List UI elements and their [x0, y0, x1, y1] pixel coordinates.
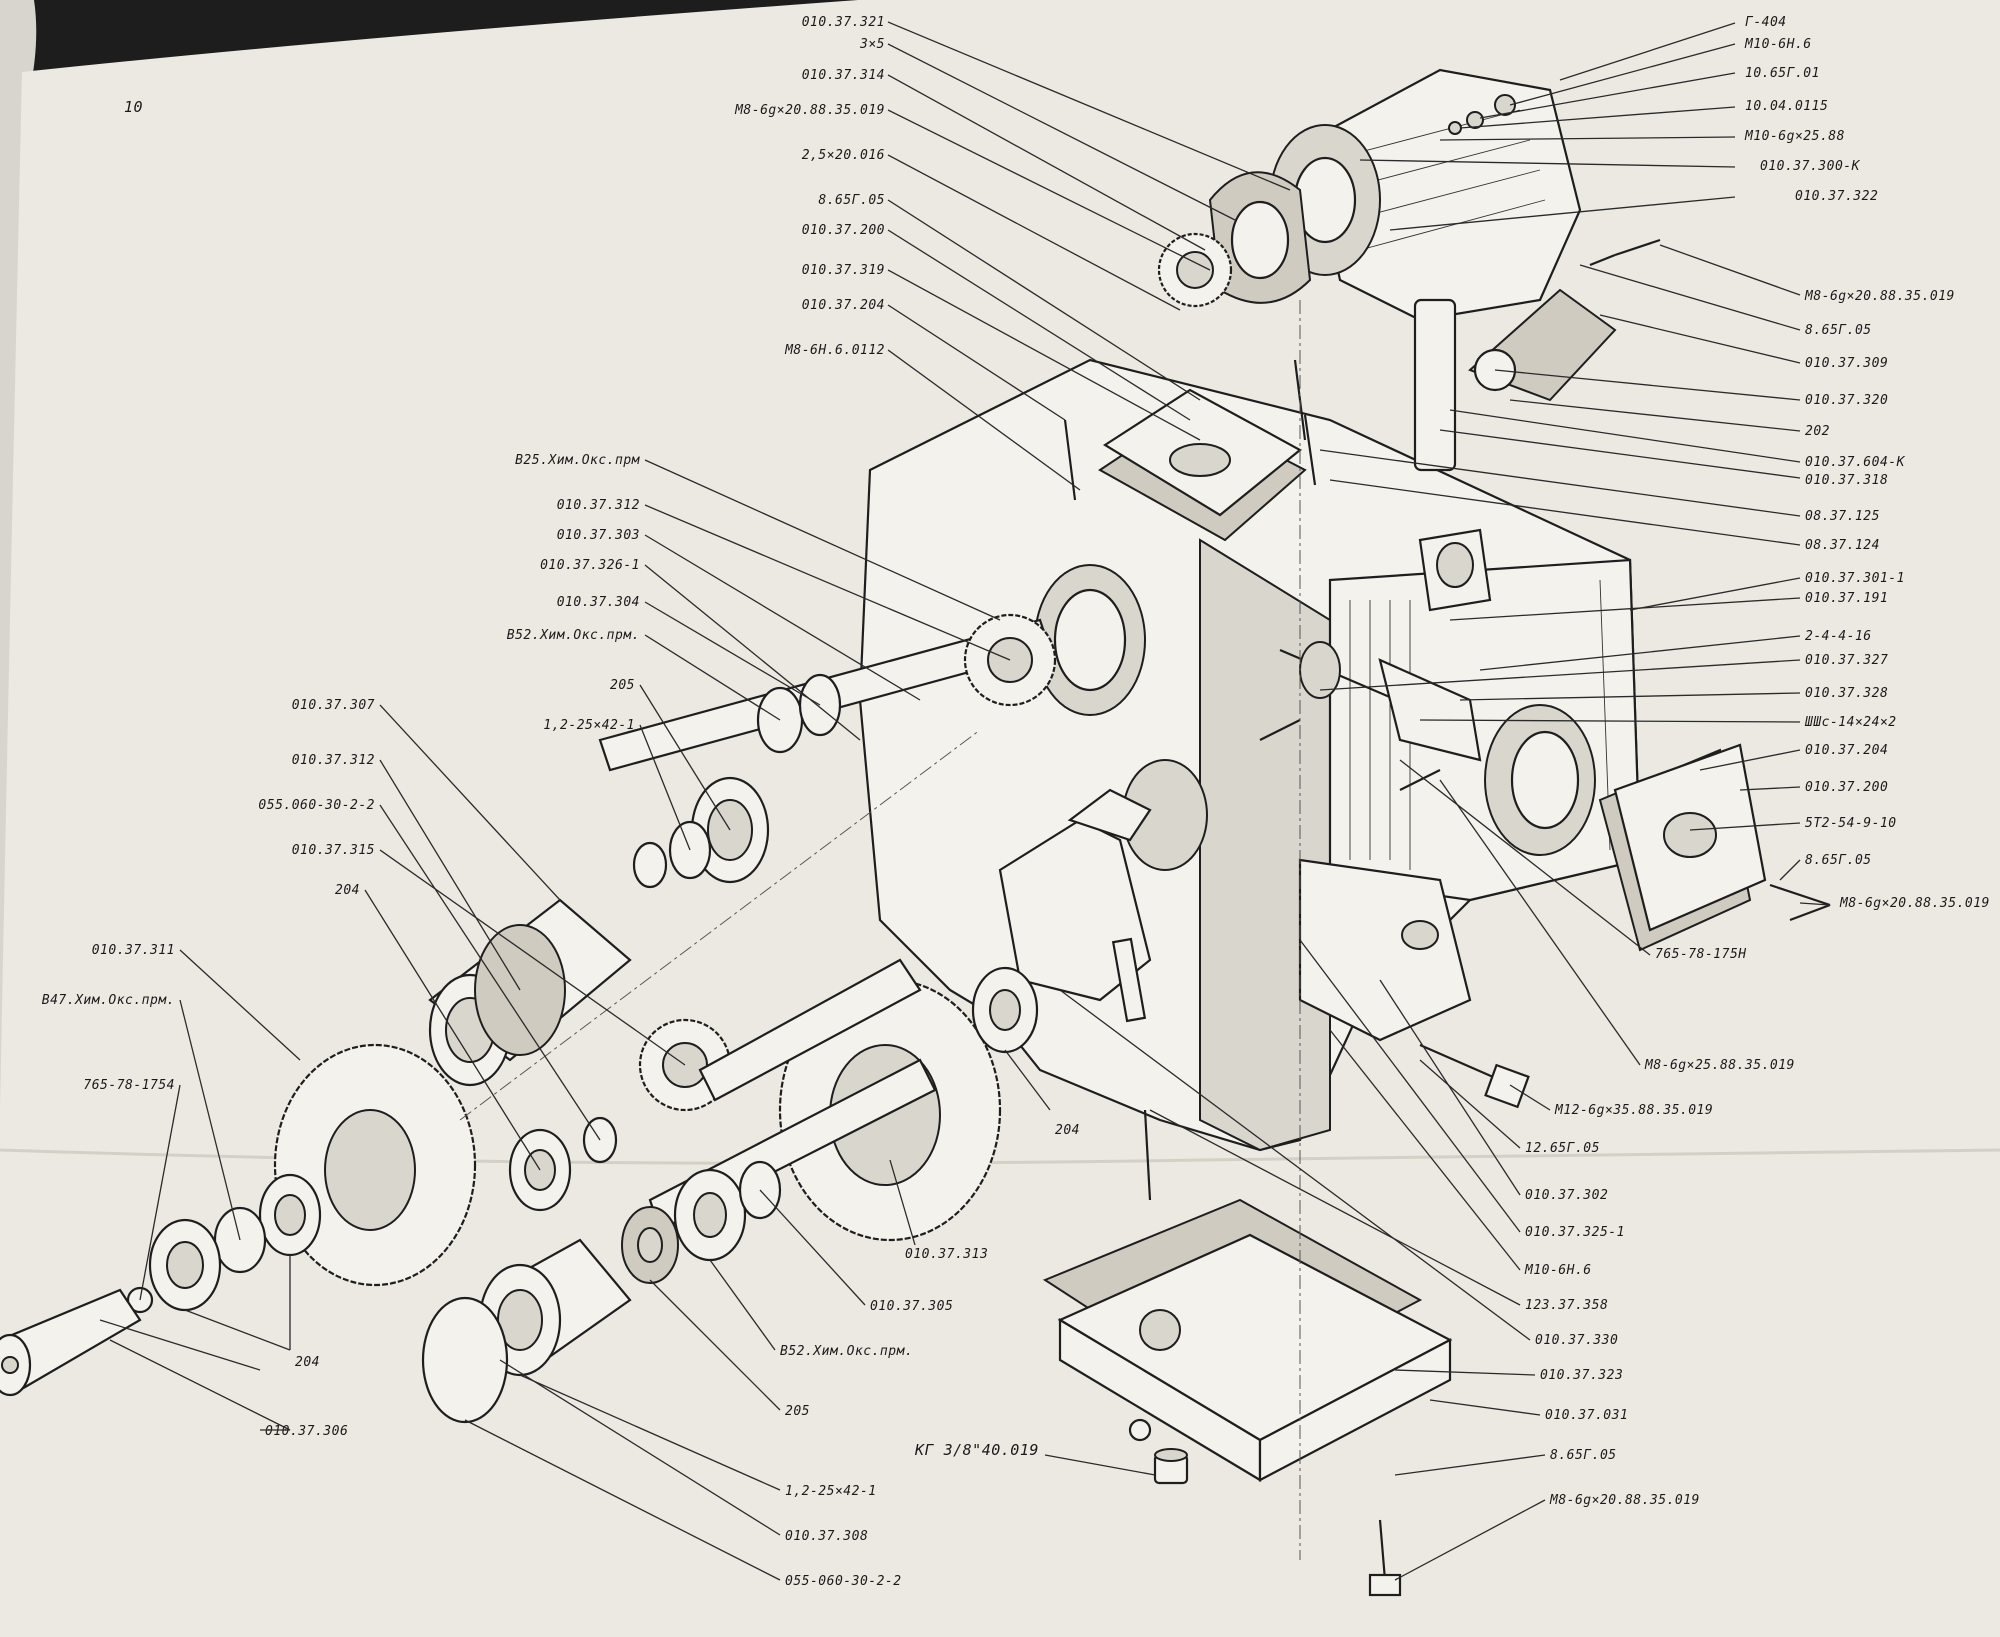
label-m8-top: М8-6g×20.88.35.019: [734, 103, 885, 118]
label-010-37-311: 010.37.311: [92, 943, 175, 958]
label-010-37-313: 010.37.313: [905, 1247, 988, 1262]
label-010-37-326-1: 010.37.326-1: [540, 558, 640, 573]
label-010-37-301-1: 010.37.301-1: [1805, 571, 1905, 586]
label-055-a: 055.060-30-2-2: [258, 798, 375, 813]
label-010-37-315: 010.37.315: [292, 843, 375, 858]
label-010-37-327: 010.37.327: [1805, 653, 1888, 668]
label-3x5: 3×5: [859, 37, 885, 52]
label-010-37-604k: 010.37.604-К: [1805, 455, 1906, 470]
label-m12: М12-6g×35.88.35.019: [1554, 1103, 1713, 1118]
label-010-37-204-rt: 010.37.204: [1805, 743, 1888, 758]
output-shaft-left: [0, 1288, 142, 1397]
label-shsh: ШШс-14×24×2: [1804, 715, 1897, 730]
label-204-c: 204: [1055, 1123, 1080, 1138]
label-010-37-319: 010.37.319: [802, 263, 885, 278]
bottom-coupling: [421, 1238, 632, 1424]
label-8-65g05-b: 8.65Г.05: [1550, 1448, 1617, 1463]
label-m10bn6-b: М10-6Н.6: [1524, 1263, 1592, 1278]
fasteners: [1063, 238, 1831, 1597]
label-010-37-308: 010.37.308: [785, 1529, 868, 1544]
label-12-25x42-b: 1,2-25×42-1: [785, 1484, 877, 1499]
pump-drive-gear: [1157, 232, 1233, 308]
label-v47: В47.Хим.Окс.прм.: [42, 993, 175, 1008]
label-08-37-125: 08.37.125: [1805, 509, 1880, 524]
label-010-37-200-rt: 010.37.200: [1805, 780, 1888, 795]
label-010-37-303: 010.37.303: [557, 528, 640, 543]
label-kg: КГ 3/8"40.019: [914, 1441, 1039, 1459]
label-m10bn6-top: М10-6Н.6: [1744, 37, 1812, 52]
label-123-37-358: 123.37.358: [1525, 1298, 1608, 1313]
label-205-a: 205: [610, 678, 635, 693]
label-m10-25: М10-6g×25.88: [1744, 129, 1845, 144]
label-8-65g05-top: 8.65Г.05: [818, 193, 885, 208]
label-010-37-323: 010.37.323: [1540, 1368, 1623, 1383]
leader-lines: [99, 21, 1831, 1581]
label-010-37-325-1-b: 010.37.325-1: [1525, 1225, 1625, 1240]
label-055-b: 055-060-30-2-2: [785, 1574, 902, 1589]
label-m8-rt1: М8-6g×20.88.35.019: [1804, 289, 1955, 304]
label-m8-25: М8-6g×25.88.35.019: [1644, 1058, 1795, 1073]
assembly-axis-lines: [459, 300, 1301, 1560]
part-labels: Г-404 М10-6Н.6 10.65Г.01 10.04.0115 М10-…: [42, 15, 1990, 1589]
label-v52-b: В52.Хим.Окс.прм.: [780, 1344, 913, 1359]
label-10-04-0115: 10.04.0115: [1745, 99, 1828, 114]
right-side-cover: [1598, 743, 1831, 952]
label-m8-bn6: М8-6Н.6.0112: [784, 343, 885, 358]
label-8-65g05-rt1: 8.65Г.05: [1805, 323, 1872, 338]
page-number: 10: [124, 98, 143, 116]
label-010-37-302: 010.37.302: [1525, 1188, 1608, 1203]
label-2-4-4-16: 2-4-4-16: [1805, 629, 1872, 644]
label-010-37-330: 010.37.330: [1535, 1333, 1618, 1348]
label-12-65g05: 12.65Г.05: [1525, 1141, 1600, 1156]
drawing: [0, 68, 1831, 1597]
label-202: 202: [1805, 424, 1830, 439]
large-gear-left: [273, 1043, 477, 1287]
label-010-37-304: 010.37.304: [557, 595, 640, 610]
label-010-37-320: 010.37.320: [1805, 393, 1888, 408]
label-010-37-321: 010.37.321: [802, 15, 885, 30]
label-010-37-307: 010.37.307: [292, 698, 375, 713]
hydraulic-pump: [1208, 68, 1582, 322]
label-010-37-312-a: 010.37.312: [557, 498, 640, 513]
label-5t2: 5Т2-54-9-10: [1805, 816, 1897, 831]
label-765-78-1751: 765-78-175Н: [1655, 947, 1747, 962]
lower-bearing-stack: [621, 1160, 782, 1284]
label-010-37-031: 010.37.031: [1545, 1408, 1628, 1423]
top-cover: [1098, 388, 1307, 542]
label-m8-b: М8-6g×20.88.35.019: [1549, 1493, 1700, 1508]
label-010-37-309: 010.37.309: [1805, 356, 1888, 371]
drain-plug: [1153, 1448, 1189, 1485]
label-010-37-318: 010.37.318: [1805, 473, 1888, 488]
label-010-37-314: 010.37.314: [802, 68, 885, 83]
bottom-oil-pan: [1042, 1198, 1453, 1482]
center-bearing: [971, 966, 1039, 1054]
label-8-65g05-rt2: 8.65Г.05: [1805, 853, 1872, 868]
label-010-37-191: 010.37.191: [1805, 591, 1888, 606]
label-v25: В25.Хим.Окс.прм: [515, 453, 641, 468]
label-204-a: 204: [335, 883, 360, 898]
label-010-37-306: 010.37.306: [265, 1424, 348, 1439]
label-010-37-204-top: 010.37.204: [802, 298, 885, 313]
label-010-37-328: 010.37.328: [1805, 686, 1888, 701]
label-010-37-322: 010.37.322: [1795, 189, 1878, 204]
label-10-65g01: 10.65Г.01: [1745, 66, 1820, 81]
label-v52-a: В52.Хим.Окс.прм.: [507, 628, 640, 643]
label-010-37-300k: 010.37.300-К: [1760, 159, 1861, 174]
label-12-25x42-a: 1,2-25×42-1: [543, 718, 635, 733]
label-08-37-124: 08.37.124: [1805, 538, 1880, 553]
label-g404: Г-404: [1745, 15, 1787, 30]
label-010-37-312-b: 010.37.312: [292, 753, 375, 768]
label-765-78-1754: 765-78-1754: [83, 1078, 175, 1093]
label-010-37-200-top: 010.37.200: [802, 223, 885, 238]
label-205-b: 205: [785, 1404, 810, 1419]
label-204-b: 204: [295, 1355, 320, 1370]
oil-pipe: [1413, 298, 1457, 472]
label-2-5x20: 2,5×20.016: [802, 148, 885, 163]
label-m8-rt2: М8-6g×20.88.35.019: [1839, 896, 1990, 911]
left-bearing-stack: [126, 1173, 322, 1314]
coupling-sleeve: [428, 898, 632, 1087]
label-010-37-305: 010.37.305: [870, 1299, 953, 1314]
